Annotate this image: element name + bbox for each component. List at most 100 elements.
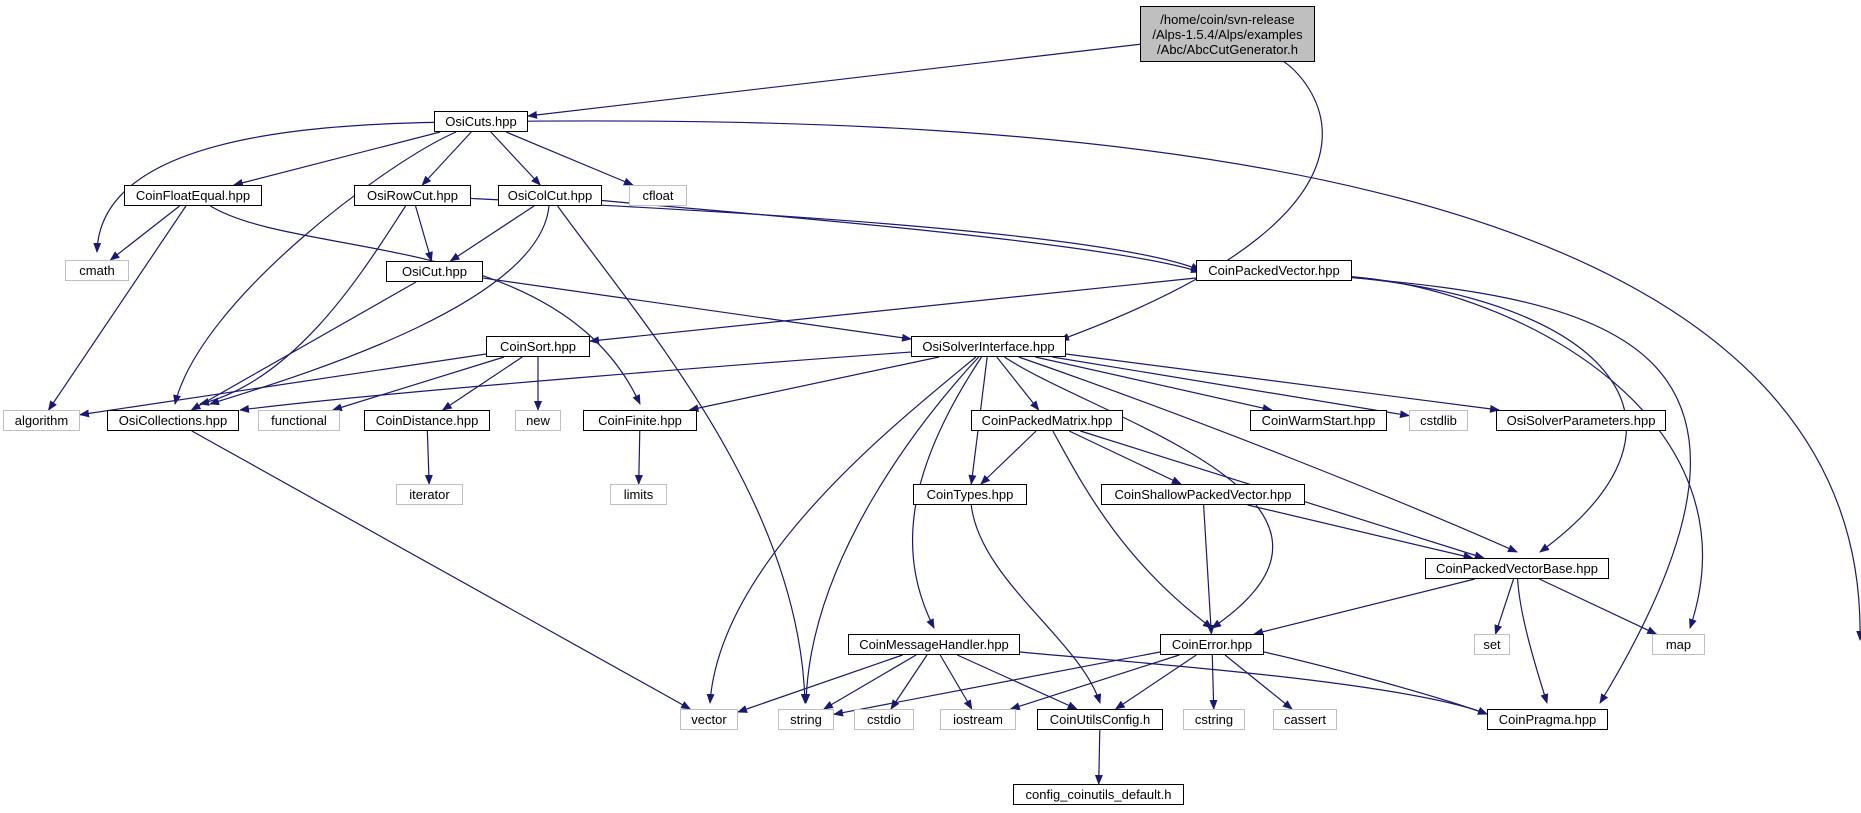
node-label: OsiRowCut.hpp [366, 188, 459, 203]
edge-OsiSolverInterface-to-OsiCollections [239, 351, 912, 413]
node-OsiRowCut[interactable]: OsiRowCut.hpp [354, 185, 471, 206]
edge-OsiColCut-to-string [557, 205, 809, 704]
edge-CoinError-to-cassert [1224, 654, 1293, 710]
node-root: /home/coin/svn-release /Alps-1.5.4/Alps/… [1140, 6, 1315, 62]
node-OsiSolverParameters[interactable]: OsiSolverParameters.hpp [1496, 410, 1666, 431]
node-CoinDistance[interactable]: CoinDistance.hpp [364, 410, 490, 431]
node-map: map [1652, 634, 1705, 655]
edge-CoinShallowPackedVector-to-CoinError [1203, 504, 1215, 635]
edge-OsiSolverInterface-to-cstdlib [1052, 356, 1410, 419]
node-label: CoinPragma.hpp [1498, 712, 1597, 727]
edge-CoinPackedVector-to-map [1351, 276, 1704, 629]
node-CoinShallowPackedVector[interactable]: CoinShallowPackedVector.hpp [1101, 484, 1305, 505]
edge-CoinSort-to-CoinDistance [441, 356, 523, 411]
node-OsiCuts[interactable]: OsiCuts.hpp [434, 111, 528, 132]
node-label: OsiColCut.hpp [507, 188, 593, 203]
node-algorithm: algorithm [3, 410, 80, 431]
edge-OsiColCut-to-OsiCollections [209, 205, 550, 406]
edge-CoinMessageHandler-to-CoinUtilsConfig [956, 654, 1078, 710]
edge-CoinPackedVector-to-CoinSort [589, 277, 1197, 345]
node-label: CoinTypes.hpp [926, 487, 1014, 502]
edge-CoinMessageHandler-to-string [823, 654, 917, 710]
node-label: CoinPackedMatrix.hpp [981, 413, 1113, 428]
node-label: CoinSort.hpp [500, 339, 576, 354]
node-label: OsiSolverInterface.hpp [922, 339, 1055, 354]
edge-OsiSolverInterface-to-CoinWarmStart [1035, 356, 1273, 412]
node-label: algorithm [14, 413, 69, 428]
edge-CoinError-to-string [833, 651, 1161, 717]
edge-CoinError-to-iostream [1009, 654, 1180, 711]
node-label: OsiCuts.hpp [445, 114, 517, 129]
edge-OsiSolverInterface-to-OsiSolverParameters [1065, 353, 1500, 413]
node-CoinPackedVector[interactable]: CoinPackedVector.hpp [1196, 260, 1352, 281]
node-CoinTypes[interactable]: CoinTypes.hpp [913, 484, 1027, 505]
node-label: cstring [1194, 712, 1234, 727]
node-CoinSort[interactable]: CoinSort.hpp [486, 336, 590, 357]
edge-OsiCuts-to-OsiColCut [490, 131, 541, 186]
edge-CoinDistance-to-iterator [424, 430, 433, 485]
edge-root-to-OsiCuts [527, 43, 1141, 119]
edge-OsiRowCut-to-CoinPackedVector [470, 197, 1201, 271]
node-label: iostream [953, 712, 1003, 727]
node-CoinWarmStart[interactable]: CoinWarmStart.hpp [1250, 410, 1387, 431]
node-string: string [778, 709, 834, 730]
node-vector: vector [680, 709, 738, 730]
edge-root-to-OsiSolverInterface [1059, 61, 1323, 341]
edge-CoinFinite-to-limits [634, 430, 643, 485]
edge-OsiCuts-to-OsiCollections [173, 131, 457, 405]
node-label: config_coinutils_default.h [1025, 787, 1172, 802]
edge-CoinMessageHandler-to-cstdio [890, 654, 928, 710]
node-label: CoinPackedVectorBase.hpp [1436, 561, 1598, 576]
edge-CoinTypes-to-CoinUtilsConfig [970, 504, 1102, 704]
node-label: CoinPackedVector.hpp [1208, 263, 1340, 278]
node-CoinPragma[interactable]: CoinPragma.hpp [1487, 709, 1608, 730]
edge-OsiCuts-to-OsiRowCut [421, 131, 472, 186]
edge-CoinSort-to-algorithm [79, 353, 487, 418]
node-label: CoinFinite.hpp [598, 413, 682, 428]
node-OsiSolverInterface[interactable]: OsiSolverInterface.hpp [911, 336, 1066, 357]
edge-CoinPackedMatrix-to-CoinError [1052, 430, 1213, 629]
node-CoinUtilsConfig[interactable]: CoinUtilsConfig.h [1037, 709, 1163, 730]
node-label: CoinMessageHandler.hpp [859, 637, 1009, 652]
node-label: CoinUtilsConfig.h [1049, 712, 1151, 727]
node-functional: functional [258, 410, 340, 431]
edge-CoinFloatEqual-to-CoinFinite [210, 205, 641, 405]
node-config_coinutils_default[interactable]: config_coinutils_default.h [1013, 784, 1184, 805]
node-label: OsiCut.hpp [401, 264, 468, 279]
node-CoinMessageHandler[interactable]: CoinMessageHandler.hpp [848, 634, 1020, 655]
edge-CoinFloatEqual-to-algorithm [48, 205, 187, 411]
node-label: cstdlib [1420, 413, 1457, 428]
node-label: cstdio [867, 712, 901, 727]
node-OsiCut[interactable]: OsiCut.hpp [386, 261, 483, 282]
node-iterator: iterator [396, 484, 463, 505]
node-cstring: cstring [1183, 709, 1245, 730]
node-label: map [1665, 637, 1692, 652]
edge-CoinPackedVector-to-CoinPragma [1351, 276, 1691, 704]
edge-OsiCollections-to-vector [191, 430, 692, 710]
node-new: new [515, 410, 561, 431]
edge-CoinPackedVector-to-CoinPackedVectorBase [1351, 276, 1627, 553]
node-CoinPackedVectorBase[interactable]: CoinPackedVectorBase.hpp [1425, 558, 1609, 579]
edge-CoinMessageHandler-to-iostream [939, 654, 973, 710]
edge-OsiSolverInterface-to-string [802, 356, 980, 704]
node-OsiColCut[interactable]: OsiColCut.hpp [498, 185, 602, 206]
node-CoinError[interactable]: CoinError.hpp [1160, 634, 1264, 655]
node-label: OsiSolverParameters.hpp [1506, 413, 1656, 428]
edge-OsiColCut-to-CoinPackedVector [601, 199, 1201, 274]
node-CoinFloatEqual[interactable]: CoinFloatEqual.hpp [124, 185, 262, 206]
node-label: /home/coin/svn-release /Alps-1.5.4/Alps/… [1152, 11, 1303, 57]
edge-CoinError-to-CoinUtilsConfig [1114, 654, 1197, 710]
node-CoinFinite[interactable]: CoinFinite.hpp [583, 410, 697, 431]
node-OsiCollections[interactable]: OsiCollections.hpp [107, 410, 239, 431]
node-label: new [526, 413, 550, 428]
edge-CoinUtilsConfig-to-config_coinutils_default [1094, 729, 1103, 785]
node-label: CoinDistance.hpp [375, 413, 479, 428]
edge-CoinPackedVectorBase-to-CoinPragma [1517, 578, 1549, 704]
node-label: CoinFloatEqual.hpp [135, 188, 251, 203]
edge-OsiSolverInterface-to-CoinPackedVectorBase [1018, 356, 1518, 553]
node-CoinPackedMatrix[interactable]: CoinPackedMatrix.hpp [971, 410, 1123, 431]
edge-OsiCuts-to-CoinFloatEqual [232, 131, 441, 187]
node-set: set [1474, 634, 1510, 655]
edge-CoinPackedVectorBase-to-set [1494, 578, 1515, 635]
